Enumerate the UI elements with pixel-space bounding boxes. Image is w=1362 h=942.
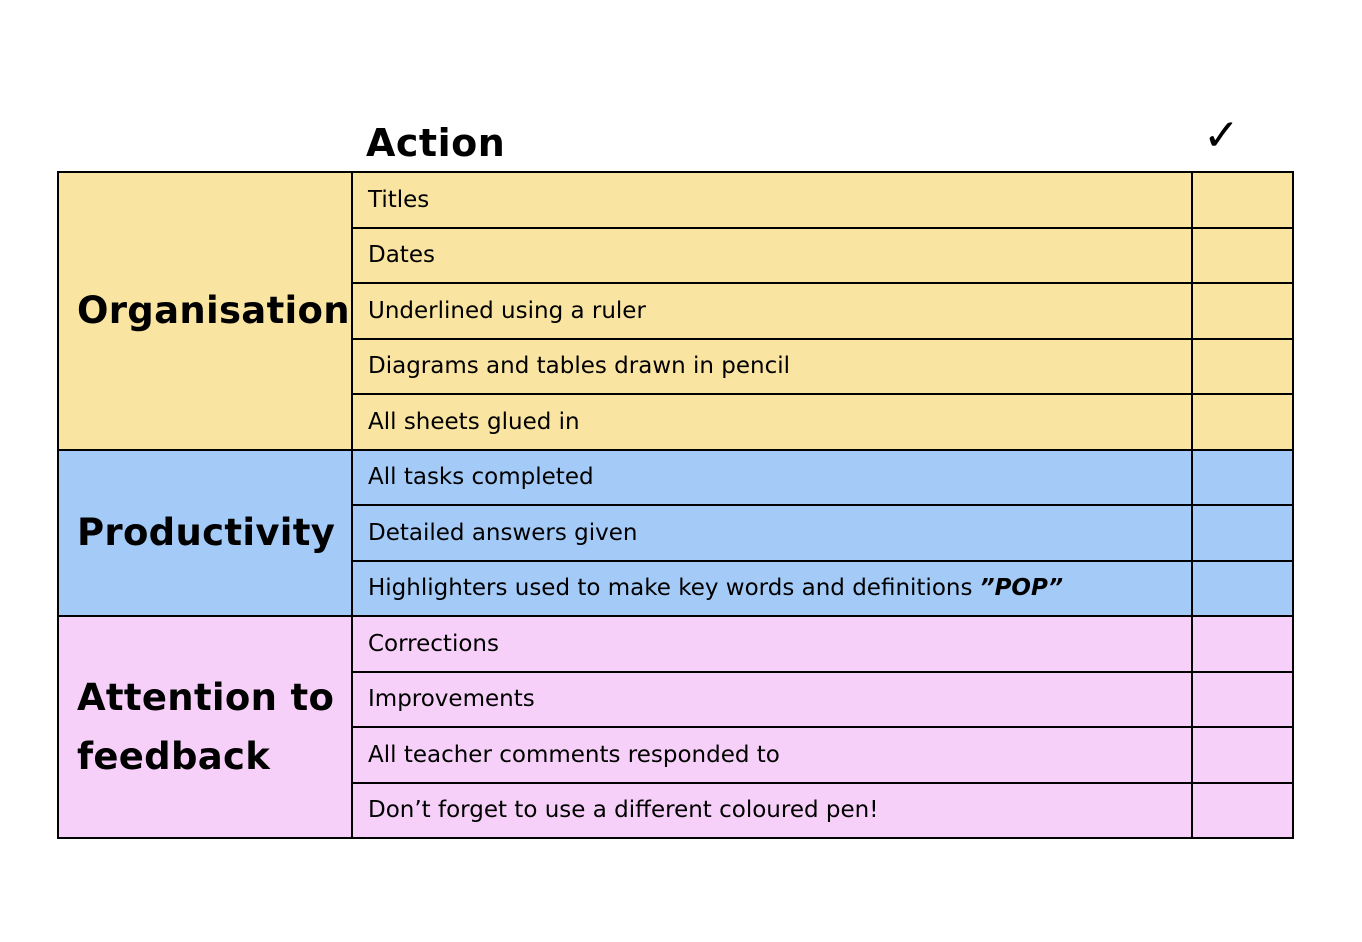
action-cell: Underlined using a ruler bbox=[351, 282, 1193, 340]
action-cell: Don’t forget to use a different coloured… bbox=[351, 781, 1193, 839]
action-cell: Dates bbox=[351, 226, 1193, 284]
checkbox-cell[interactable] bbox=[1191, 615, 1294, 673]
action-text: Highlighters used to make key words and … bbox=[368, 575, 980, 602]
action-cell: Detailed answers given bbox=[351, 504, 1193, 562]
category-cell-productivity: Productivity bbox=[57, 448, 353, 617]
action-cell: All tasks completed bbox=[351, 448, 1193, 506]
table-row: Dates bbox=[58, 226, 1294, 284]
action-cell: All teacher comments responded to bbox=[351, 726, 1193, 784]
action-cell: Titles bbox=[351, 171, 1193, 229]
checkbox-cell[interactable] bbox=[1191, 393, 1294, 451]
checkbox-cell[interactable] bbox=[1191, 559, 1294, 617]
table-row: Diagrams and tables drawn in pencil bbox=[58, 337, 1294, 395]
action-cell: Improvements bbox=[351, 670, 1193, 728]
checkbox-cell[interactable] bbox=[1191, 726, 1294, 784]
action-cell: Diagrams and tables drawn in pencil bbox=[351, 337, 1193, 395]
table-row: Organisation Titles bbox=[57, 171, 1294, 451]
action-cell: Corrections bbox=[351, 615, 1193, 673]
checkbox-cell[interactable] bbox=[1191, 781, 1294, 839]
checkbox-cell[interactable] bbox=[1191, 337, 1294, 395]
checkbox-cell[interactable] bbox=[1191, 504, 1294, 562]
checkbox-cell[interactable] bbox=[1191, 448, 1294, 506]
table-row: Highlighters used to make key words and … bbox=[58, 559, 1294, 617]
table-row: Improvements bbox=[58, 670, 1294, 728]
table-row: Underlined using a ruler bbox=[58, 282, 1294, 340]
checkbox-cell[interactable] bbox=[1191, 282, 1294, 340]
checklist-table: Organisation Titles Dates Underlined usi… bbox=[57, 171, 1294, 839]
checkmark-column-header: ✓ bbox=[1203, 110, 1240, 161]
checkbox-cell[interactable] bbox=[1191, 670, 1294, 728]
table-row: Don’t forget to use a different coloured… bbox=[58, 781, 1294, 839]
table-row: Attention to feedback Corrections bbox=[57, 615, 1294, 839]
action-cell: All sheets glued in bbox=[351, 393, 1193, 451]
action-column-header: Action bbox=[366, 121, 506, 165]
checkbox-cell[interactable] bbox=[1191, 226, 1294, 284]
category-cell-organisation: Organisation bbox=[57, 171, 353, 451]
table-row: Productivity All tasks completed bbox=[57, 448, 1294, 617]
action-cell: Highlighters used to make key words and … bbox=[351, 559, 1193, 617]
table-row: All teacher comments responded to bbox=[58, 726, 1294, 784]
category-cell-attention-to-feedback: Attention to feedback bbox=[57, 615, 353, 839]
table-row: Detailed answers given bbox=[58, 504, 1294, 562]
table-row: All sheets glued in bbox=[58, 393, 1294, 451]
pop-emphasis: ”POP” bbox=[979, 575, 1064, 602]
checkbox-cell[interactable] bbox=[1191, 171, 1294, 229]
